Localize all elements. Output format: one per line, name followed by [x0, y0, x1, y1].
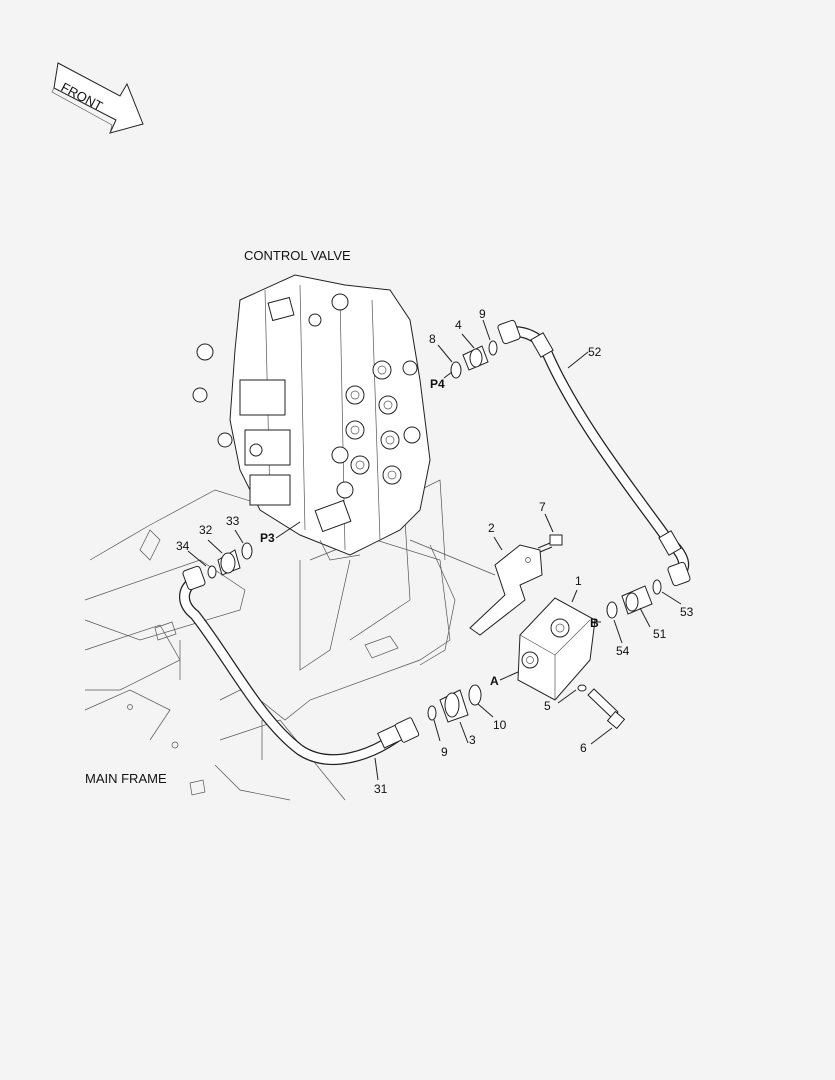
callout-1: 1 [575, 574, 582, 588]
callout-53: 53 [680, 605, 694, 619]
port-label-p4: P4 [430, 377, 445, 391]
callout-52: 52 [588, 345, 602, 359]
callout-10: 10 [493, 718, 507, 732]
callout-3: 3 [469, 733, 476, 747]
hose-52 [497, 319, 691, 587]
port-b-fittings [606, 579, 662, 619]
main-frame-title: MAIN FRAME [85, 771, 167, 786]
callout-6: 6 [580, 741, 587, 755]
callout-7: 7 [539, 500, 546, 514]
front-arrow-icon: FRONT [51, 62, 144, 134]
bracket [409, 539, 543, 636]
relief-valve-block [517, 597, 596, 701]
callout-32: 32 [199, 523, 213, 537]
callout-34: 34 [176, 539, 190, 553]
callout-8: 8 [429, 332, 436, 346]
callout-51: 51 [653, 627, 667, 641]
leader-lines [187, 319, 682, 781]
control-valve-title: CONTROL VALVE [244, 248, 351, 263]
callout-33: 33 [226, 514, 240, 528]
callout-31: 31 [374, 782, 388, 796]
port-p4-fittings [450, 340, 498, 379]
callout-2: 2 [488, 521, 495, 535]
hose-31 [179, 565, 420, 766]
callout-4: 4 [455, 318, 462, 332]
callout-9-a: 9 [441, 745, 448, 759]
callout-9-p4: 9 [479, 307, 486, 321]
callout-54: 54 [616, 644, 630, 658]
bolt-6 [577, 684, 626, 730]
bolt-7 [537, 534, 563, 553]
port-label-a: A [490, 674, 499, 688]
port-label-b: B [590, 616, 599, 630]
port-p3-fittings [207, 542, 253, 579]
port-label-p3: P3 [260, 531, 275, 545]
callout-5: 5 [544, 699, 551, 713]
port-a-fittings [427, 684, 482, 723]
control-valve-body [192, 274, 431, 561]
